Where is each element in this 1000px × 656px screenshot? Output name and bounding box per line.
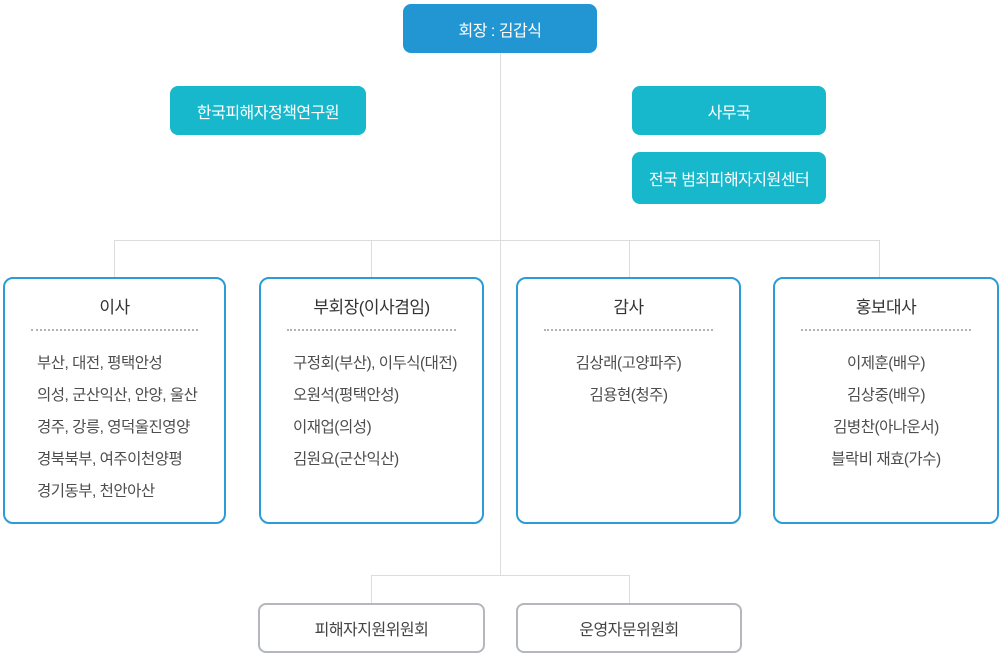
panel-title: 부회장(이사겸임) [313,298,430,317]
research-institute-label: 한국피해자정책연구원 [196,104,340,122]
member-item: 김상중(배우) [846,387,926,404]
member-item: 의성, 군산익산, 안양, 울산 [37,387,198,404]
committee-victim-support-label: 피해자지원위원회 [314,622,429,639]
secretariat-box: 사무국 [632,86,826,135]
connector-chairman-drop [500,53,501,240]
connector-drop-directors [114,240,115,277]
member-item: 오원석(평택안성) [293,387,399,404]
member-item: 이제훈(배우) [846,355,926,372]
member-list: 김상래(고양파주) 김용현(청주) [518,348,739,412]
committee-advisory-box: 운영자문위원회 [516,603,742,653]
connector-drop-committee-2 [629,575,630,603]
panel-ambassadors: 홍보대사 이제훈(배우) 김상중(배우) 김병찬(아나운서) 블락비 재효(가수) [773,277,999,524]
connector-drop-committee-1 [371,575,372,603]
member-item: 블락비 재효(가수) [831,451,941,468]
panel-title: 감사 [613,298,644,317]
chairman-box: 회장 : 김갑식 [403,4,597,53]
member-item: 부산, 대전, 평택안성 [37,355,163,372]
connector-drop-vice [371,240,372,277]
support-center-label: 전국 범죄피해자지원센터 [648,172,810,189]
panel-title: 이사 [99,298,130,317]
member-item: 경북북부, 여주이천양평 [37,451,183,468]
member-item: 김병찬(아나운서) [833,419,939,436]
panel-auditors: 감사 김상래(고양파주) 김용현(청주) [516,277,741,524]
research-institute-box: 한국피해자정책연구원 [170,86,366,135]
member-item: 김용현(청주) [589,387,668,404]
member-list: 구정회(부산), 이두식(대전) 오원석(평택안성) 이재업(의성) 김원요(군산익산… [261,348,482,476]
connector-top-rail [114,240,880,241]
secretariat-label: 사무국 [707,104,751,122]
connector-drop-auditors [629,240,630,277]
dotted-divider [31,329,198,331]
member-item: 김상래(고양파주) [575,355,682,372]
member-item: 경주, 강릉, 영덕울진영양 [37,419,190,436]
panel-title: 홍보대사 [855,298,917,317]
support-center-box: 전국 범죄피해자지원센터 [632,152,826,204]
member-item: 구정회(부산), 이두식(대전) [293,355,457,372]
panel-vice-chairman: 부회장(이사겸임) 구정회(부산), 이두식(대전) 오원석(평택안성) 이재업(의… [259,277,484,524]
committee-victim-support-box: 피해자지원위원회 [258,603,485,653]
member-list: 이제훈(배우) 김상중(배우) 김병찬(아나운서) 블락비 재효(가수) [775,348,997,476]
connector-drop-ambassadors [879,240,880,277]
chairman-label: 회장 : 김갑식 [458,22,542,40]
committee-advisory-label: 운영자문위원회 [579,622,679,639]
dotted-divider [287,329,456,331]
dotted-divider [801,329,971,331]
member-item: 김원요(군산익산) [293,451,399,468]
member-item: 이재업(의성) [293,419,372,436]
connector-center-drop [500,240,501,575]
dotted-divider [544,329,713,331]
connector-bottom-rail [371,575,629,576]
member-item: 경기동부, 천안아산 [37,483,155,500]
